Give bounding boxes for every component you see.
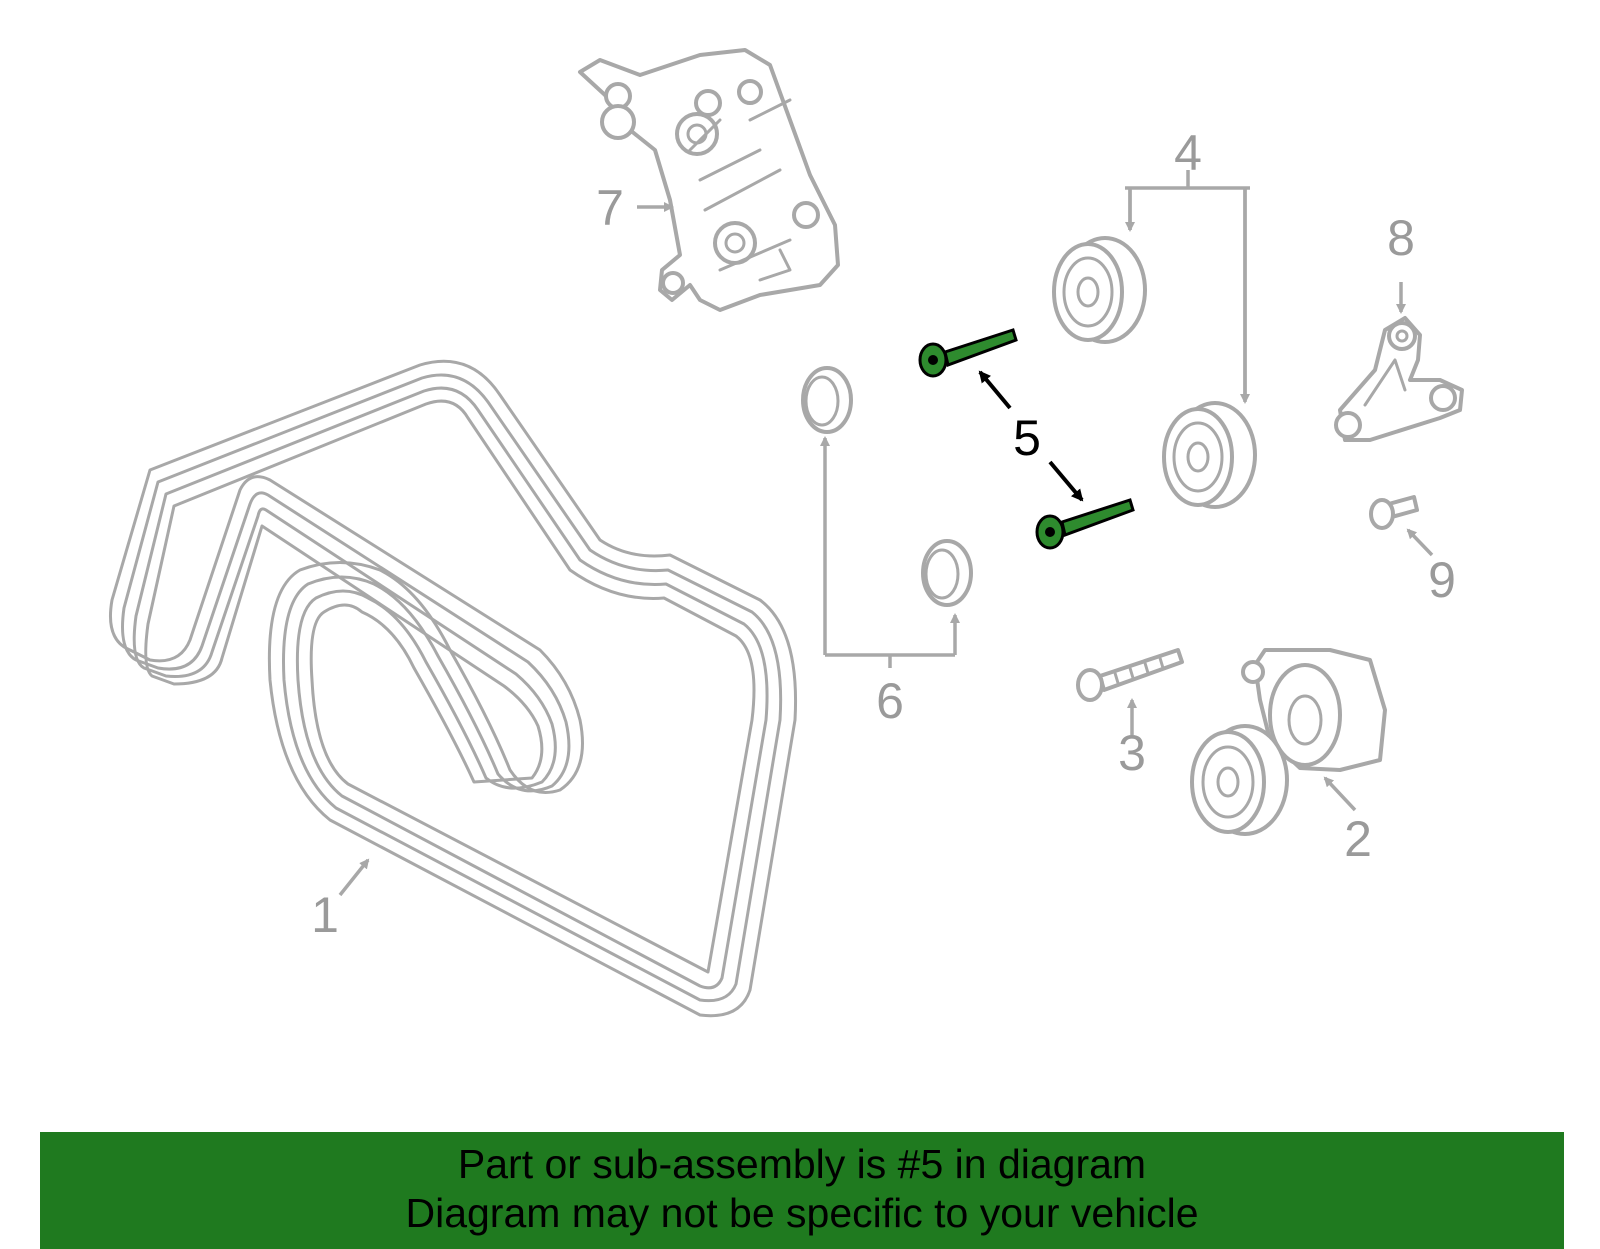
callout-2: 2 [1344,811,1372,867]
tensioner-bolt[interactable] [1076,648,1184,702]
mounting-bracket[interactable] [578,48,840,312]
small-bolt[interactable] [1369,495,1419,530]
idler-pulley-lower[interactable] [1162,401,1257,509]
bolt-lower-highlighted[interactable] [1035,498,1135,550]
serpentine-belt[interactable] [109,359,798,1018]
callout-3: 3 [1118,725,1146,781]
small-bracket[interactable] [1334,316,1464,442]
callout-9: 9 [1428,552,1456,608]
bolt-upper-highlighted[interactable] [918,328,1018,378]
info-banner: Part or sub-assembly is #5 in diagram Di… [40,1132,1564,1249]
dust-cap-lower[interactable] [921,539,973,607]
banner-line-part: Part or sub-assembly is #5 in diagram [457,1141,1147,1187]
callout-6: 6 [876,673,904,729]
callout-4: 4 [1174,125,1202,181]
callout-8: 8 [1387,210,1415,266]
idler-pulley-upper[interactable] [1052,236,1147,344]
callout-7: 7 [596,180,624,236]
callout-1: 1 [311,887,339,943]
callout-5: 5 [1013,410,1041,466]
belt-tensioner[interactable] [1190,648,1387,836]
banner-line-disclaimer: Diagram may not be specific to your vehi… [405,1190,1199,1236]
dust-cap-upper[interactable] [801,366,853,434]
